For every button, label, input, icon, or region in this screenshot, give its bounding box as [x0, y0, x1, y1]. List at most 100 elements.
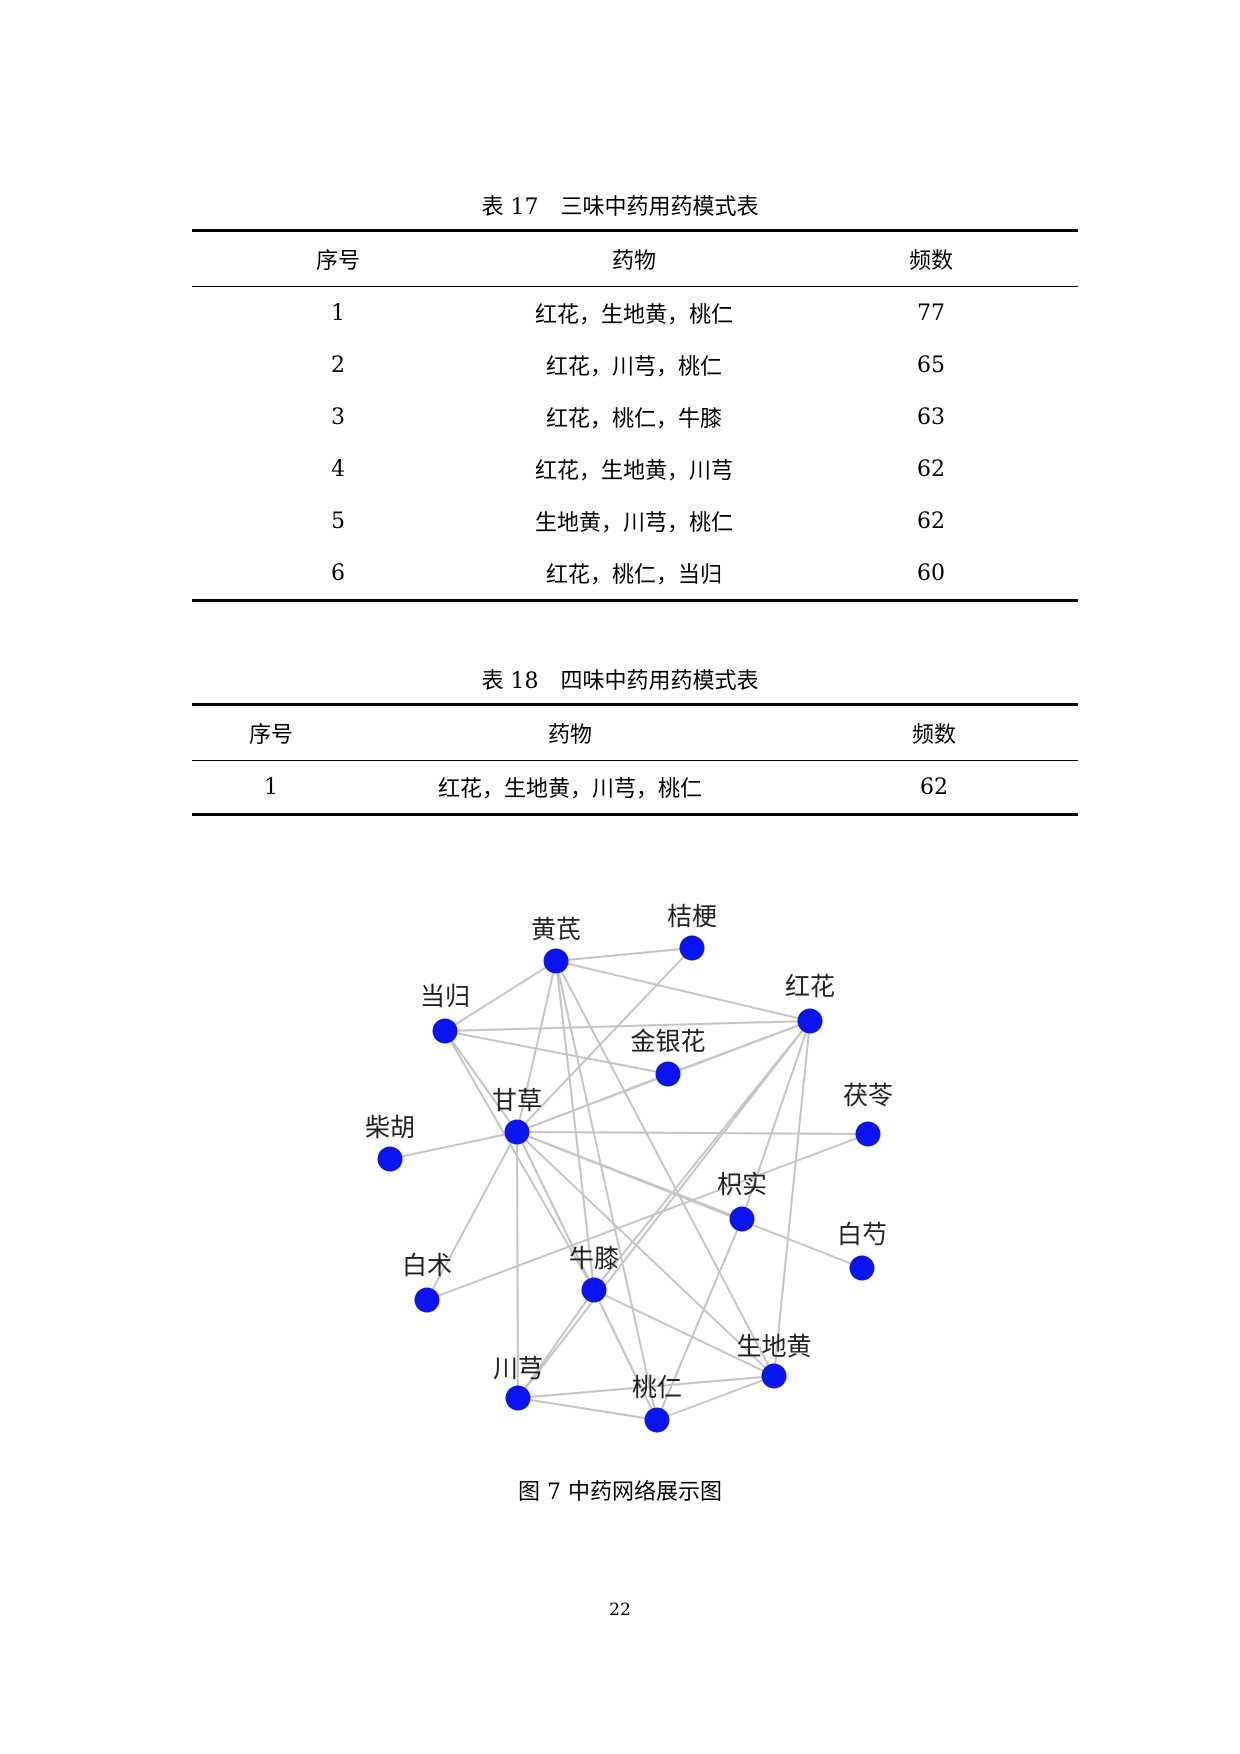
network-edge	[593, 1289, 775, 1377]
table-cell-frequency: 62	[917, 508, 945, 534]
network-edge	[516, 960, 557, 1133]
table17-header-frequency: 频数	[908, 249, 953, 274]
table-cell-frequency: 63	[917, 404, 945, 430]
network-node	[729, 1206, 755, 1232]
network-edge	[555, 960, 595, 1291]
network-edge	[593, 1020, 811, 1291]
network-node-label: 桔梗	[667, 902, 717, 931]
network-node-label: 枳实	[717, 1170, 767, 1199]
table17-header-row: 序号 药物 频数	[192, 230, 1078, 287]
network-edge	[444, 1030, 518, 1133]
table-cell-herbs: 红花，桃仁，当归	[545, 563, 722, 588]
table-cell-herbs: 红花，桃仁，牛膝	[545, 407, 722, 432]
network-node-label: 茯苓	[843, 1081, 893, 1110]
table-cell-index: 2	[331, 352, 345, 378]
table-row: 4 红花，生地黄，川芎 62	[192, 443, 1078, 495]
table18-header-row: 序号 药物 频数	[192, 704, 1078, 761]
table18-caption: 表 18 四味中药用药模式表	[481, 669, 759, 694]
table-cell-herbs: 红花，生地黄，川芎	[534, 459, 733, 484]
network-edge	[517, 1020, 811, 1399]
table-cell-herbs: 红花，生地黄，川芎，桃仁	[437, 777, 702, 802]
table18-header-frequency: 频数	[911, 723, 956, 748]
table17-caption: 表 17 三味中药用药模式表	[481, 195, 759, 220]
table-row: 1 红花，生地黄，川芎，桃仁 62	[192, 761, 1078, 815]
network-edge	[517, 1375, 775, 1399]
network-node-label: 甘草	[492, 1086, 542, 1115]
table-cell-herbs: 生地黄，川芎，桃仁	[534, 511, 733, 536]
network-edge	[741, 1020, 811, 1220]
network-edge	[656, 1375, 775, 1421]
network-node-label: 金银花	[630, 1027, 705, 1056]
network-edge	[516, 947, 693, 1133]
table-cell-index: 6	[331, 560, 345, 586]
network-edge	[444, 1030, 669, 1075]
table-cell-frequency: 62	[917, 456, 945, 482]
table17-header-index: 序号	[315, 249, 360, 274]
table-cell-frequency: 60	[917, 560, 945, 586]
network-edge	[555, 960, 775, 1377]
network-edge	[389, 1131, 518, 1160]
network-edge	[516, 1131, 869, 1135]
network-edge	[773, 1020, 811, 1377]
network-node	[761, 1363, 787, 1389]
table-row: 2 红花，川芎，桃仁 65	[192, 339, 1078, 391]
network-edge	[516, 1131, 863, 1269]
network-edge	[555, 947, 693, 962]
network-node-label: 白芍	[837, 1220, 887, 1249]
table-cell-herbs: 红花，生地黄，桃仁	[534, 303, 733, 328]
network-node-label: 白术	[402, 1251, 452, 1280]
table-cell-index: 4	[331, 456, 345, 482]
network-node-label: 红花	[785, 972, 835, 1001]
network-node	[849, 1255, 875, 1281]
network-edge	[444, 960, 557, 1032]
page-number: 22	[609, 1600, 631, 1620]
table-cell-frequency: 77	[917, 300, 945, 326]
network-node-label: 柴胡	[365, 1113, 415, 1142]
network-edge	[555, 960, 811, 1022]
network-node	[644, 1407, 670, 1433]
table-row: 5 生地黄，川芎，桃仁 62	[192, 495, 1078, 547]
network-edge	[426, 1133, 869, 1301]
table-row: 3 红花，桃仁，牛膝 63	[192, 391, 1078, 443]
network-edge	[555, 960, 658, 1421]
table17: 序号 药物 频数 1 红花，生地黄，桃仁 77 2 红花，川芎，桃仁 65 3 …	[192, 229, 1078, 602]
table-cell-herbs: 红花，川芎，桃仁	[545, 355, 722, 380]
table-cell-index: 1	[331, 300, 345, 326]
network-edge	[656, 1218, 743, 1421]
network-node	[432, 1018, 458, 1044]
network-node	[655, 1061, 681, 1087]
network-edge	[516, 1073, 669, 1133]
network-node-label: 桃仁	[632, 1373, 682, 1402]
network-node	[505, 1385, 531, 1411]
network-node	[414, 1287, 440, 1313]
network-node	[797, 1008, 823, 1034]
network-node	[679, 935, 705, 961]
network-node-label: 川芎	[493, 1354, 543, 1383]
network-node	[855, 1121, 881, 1147]
table-row: 1 红花，生地黄，桃仁 77	[192, 287, 1078, 340]
network-edge	[593, 1289, 658, 1421]
figure-caption: 图 7 中药网络展示图	[518, 1480, 722, 1505]
table-cell-frequency: 62	[920, 774, 948, 800]
table18: 序号 药物 频数 1 红花，生地黄，川芎，桃仁 62	[192, 703, 1078, 816]
network-edge	[444, 1020, 811, 1032]
table-cell-index: 3	[331, 404, 345, 430]
network-node	[377, 1146, 403, 1172]
network-node-label: 当归	[420, 982, 470, 1011]
table-cell-frequency: 65	[917, 352, 945, 378]
network-edge	[516, 1131, 775, 1377]
network-node	[504, 1119, 530, 1145]
table-cell-index: 5	[331, 508, 345, 534]
network-edge	[426, 1131, 518, 1301]
network-edge	[517, 1397, 658, 1421]
network-edge	[517, 1289, 595, 1399]
table18-header-herbs: 药物	[547, 723, 592, 748]
network-node-label: 牛膝	[569, 1244, 619, 1273]
table18-header-index: 序号	[248, 723, 293, 748]
network-node-label: 生地黄	[736, 1332, 811, 1361]
table-cell-index: 1	[264, 774, 278, 800]
network-node	[581, 1277, 607, 1303]
network-node-label: 黄芪	[531, 915, 581, 944]
